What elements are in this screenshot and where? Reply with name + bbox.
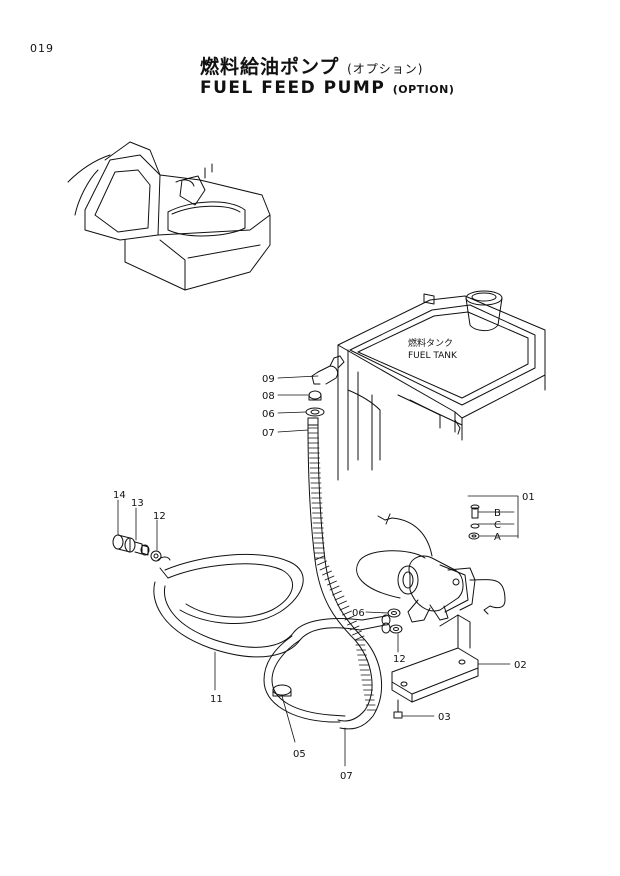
callout-C: C bbox=[494, 520, 501, 531]
callout-13: 13 bbox=[131, 498, 144, 509]
title-japanese-main: 燃料給油ポンプ bbox=[200, 56, 340, 78]
hose-rib bbox=[329, 585, 340, 591]
hose-rib bbox=[349, 625, 360, 631]
bolt-03 bbox=[393, 699, 403, 719]
hose-rib bbox=[342, 610, 352, 616]
fuel-tank-label-jp: 燃料タンク bbox=[408, 337, 453, 349]
callout-B: B bbox=[494, 508, 501, 519]
mounting-bracket-02 bbox=[391, 614, 479, 703]
title-english-option: (OPTION) bbox=[392, 83, 455, 96]
excavator-overview-illustration bbox=[67, 141, 271, 291]
callout-09: 09 bbox=[262, 374, 275, 385]
fittings-14-13-12 bbox=[112, 534, 162, 562]
hose-rib bbox=[322, 570, 332, 576]
hose-rib bbox=[354, 635, 365, 641]
leader-lines bbox=[117, 375, 519, 767]
hose-rib bbox=[337, 600, 347, 606]
callout-08: 08 bbox=[262, 391, 275, 402]
title-english: FUEL FEED PUMP (OPTION) bbox=[200, 78, 454, 98]
tank-outlet-fittings bbox=[305, 355, 345, 417]
hose-rib bbox=[327, 580, 337, 586]
callout-07-upper: 07 bbox=[262, 428, 275, 439]
callout-03: 03 bbox=[438, 712, 451, 723]
callout-labels: 09 08 06 07 14 13 12 01 B C A 06 12 02 0… bbox=[113, 374, 535, 782]
hose-rib bbox=[334, 595, 345, 601]
hose-rib bbox=[347, 620, 357, 626]
callout-11: 11 bbox=[210, 694, 223, 705]
page-number: 019 bbox=[30, 42, 54, 55]
coiled-hose-11 bbox=[153, 553, 391, 723]
callout-14: 14 bbox=[113, 490, 126, 501]
hose-rib bbox=[352, 630, 362, 636]
callout-02: 02 bbox=[514, 660, 527, 671]
hose-rib bbox=[317, 560, 327, 566]
hose-rib bbox=[324, 575, 335, 581]
callout-A: A bbox=[494, 532, 501, 543]
hose-rib bbox=[344, 615, 355, 621]
fuel-pump-assembly bbox=[356, 504, 506, 634]
callout-01: 01 bbox=[522, 492, 535, 503]
callout-12-left: 12 bbox=[153, 511, 166, 522]
callout-12-right: 12 bbox=[393, 654, 406, 665]
callout-06-lower: 06 bbox=[352, 608, 365, 619]
corrugated-hose-07 bbox=[307, 417, 383, 730]
fuel-tank-label-en: FUEL TANK bbox=[408, 351, 458, 361]
title-english-main: FUEL FEED PUMP bbox=[200, 78, 386, 98]
fuel-tank-illustration bbox=[337, 290, 546, 481]
callout-05: 05 bbox=[293, 749, 306, 760]
callout-06-upper: 06 bbox=[262, 409, 275, 420]
title-japanese: 燃料給油ポンプ (オプション) bbox=[200, 52, 423, 79]
callout-07-lower: 07 bbox=[340, 771, 353, 782]
hose-rib bbox=[319, 565, 330, 571]
hose-rib bbox=[332, 590, 342, 596]
hose-rib bbox=[339, 605, 350, 611]
title-japanese-option: (オプション) bbox=[347, 62, 424, 76]
hose-rib bbox=[314, 555, 325, 561]
